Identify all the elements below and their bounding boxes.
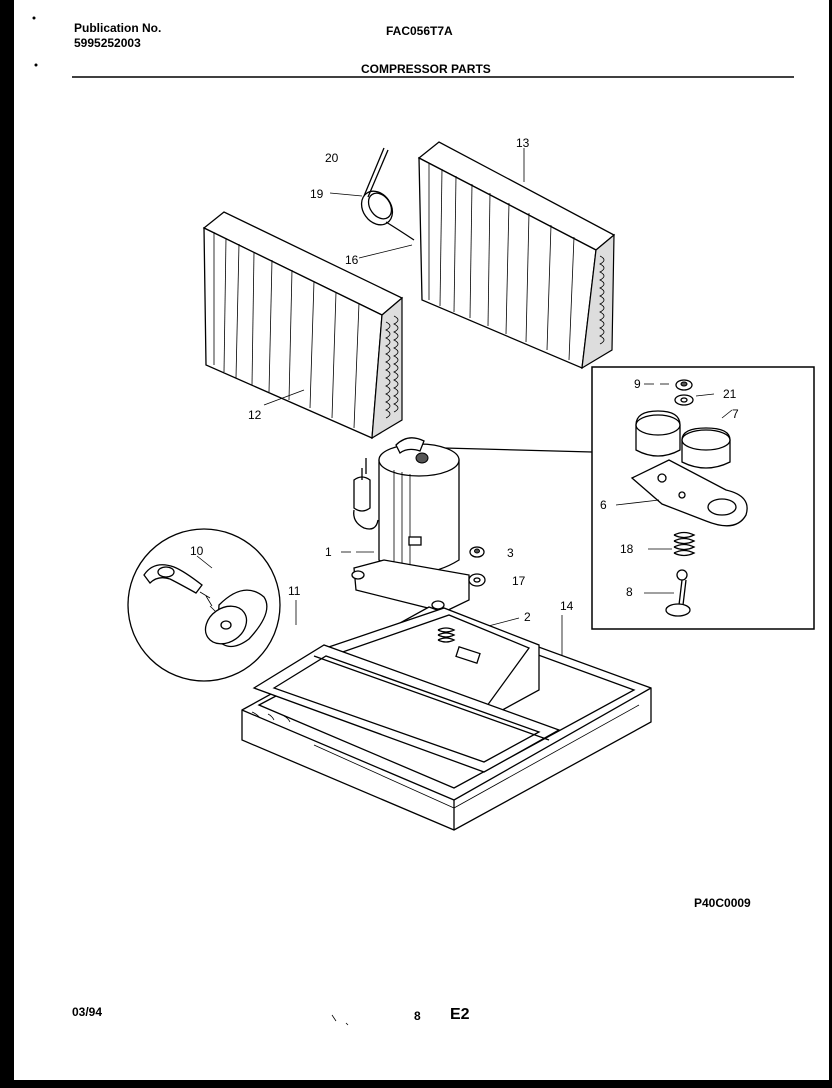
- callout-18: 16: [345, 253, 359, 267]
- section-title: COMPRESSOR PARTS: [361, 62, 491, 76]
- publication-label: Publication No.: [74, 21, 162, 35]
- callout-16: 19: [310, 187, 324, 201]
- inset-leader-line: [443, 447, 593, 453]
- callout-3: 3: [507, 546, 514, 560]
- callout-1: 1: [325, 545, 332, 559]
- leader-lines-inset: [615, 383, 733, 594]
- callout-10: 10: [190, 544, 204, 558]
- callout-21: 21: [723, 387, 737, 401]
- callout-6: 6: [600, 498, 607, 512]
- leader-lines-upper: [263, 148, 525, 406]
- sheet: Publication No. 5995252003 FAC056T7A COM…: [14, 0, 829, 1080]
- overload-detail-illustration: [127, 528, 281, 682]
- speck: [34, 63, 38, 67]
- model-number: FAC056T7A: [386, 24, 453, 38]
- capillary-tube-illustration: [360, 147, 415, 241]
- coil-11-illustration: [202, 211, 404, 440]
- footer-code: E2: [450, 1006, 470, 1023]
- publication-number: 5995252003: [74, 36, 141, 50]
- drain-gasket-illustration: [252, 644, 561, 773]
- callout-2: 2: [524, 610, 531, 624]
- compressor-illustration: [351, 437, 470, 613]
- callout-14: 14: [560, 599, 574, 613]
- callout-9: 9: [634, 377, 641, 391]
- callout-13: 11: [288, 584, 301, 598]
- callout-7: 7: [732, 407, 739, 421]
- figure-id: P40C0009: [694, 896, 751, 910]
- footer-date: 03/94: [72, 1005, 103, 1019]
- callout-12: 13: [516, 136, 530, 150]
- exploded-diagram: [32, 16, 815, 1026]
- callout-17: 20: [325, 151, 339, 165]
- grommets-illustration: [468, 546, 486, 587]
- footer-page: 8: [414, 1009, 421, 1023]
- callout-8: 8: [626, 585, 633, 599]
- callout-11: 12: [248, 408, 262, 422]
- speck: [331, 1014, 349, 1026]
- callout-20: 18: [620, 542, 634, 556]
- speck: [32, 16, 36, 20]
- callout-19: 17: [512, 574, 526, 588]
- inset-parts-illustration: [630, 379, 748, 617]
- coil-12-illustration: [417, 141, 616, 370]
